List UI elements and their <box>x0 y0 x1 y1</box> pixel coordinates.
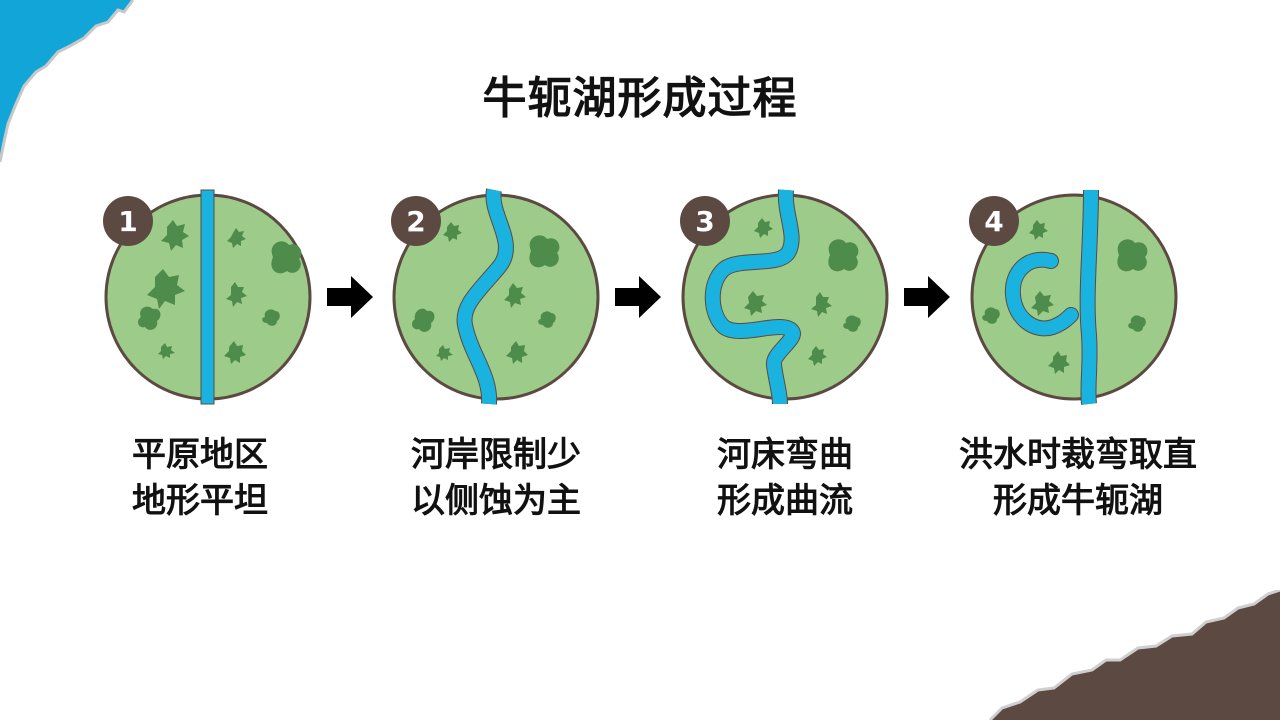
stage-4-diagram <box>970 189 1178 405</box>
tree-icon <box>982 220 1148 374</box>
stage-4-caption: 洪水时裁弯取直 形成牛轭湖 <box>928 432 1228 524</box>
step-number-badge: 2 <box>391 196 441 246</box>
caption-line: 地形平坦 <box>132 481 268 521</box>
caption-line: 形成曲流 <box>717 481 853 521</box>
right-arrow-icon <box>615 276 661 318</box>
caption-line: 以侧蚀为主 <box>411 481 581 521</box>
right-arrow-icon <box>904 276 950 318</box>
right-arrow-icon <box>327 276 373 318</box>
stage-3-diagram <box>681 189 889 405</box>
stage-1-caption: 平原地区 地形平坦 <box>50 432 350 524</box>
stage-1: 1 <box>103 185 343 410</box>
tree-icon <box>412 222 560 364</box>
tree-icon <box>744 218 861 366</box>
caption-line: 平原地区 <box>132 435 268 475</box>
stage-2-diagram <box>392 188 600 405</box>
tree-icon <box>138 220 302 364</box>
stage-3: 3 <box>680 185 920 410</box>
step-number-badge: 4 <box>969 196 1019 246</box>
step-number-badge: 1 <box>103 196 153 246</box>
stage-3-caption: 河床弯曲 形成曲流 <box>635 432 935 524</box>
step-number-badge: 3 <box>680 196 730 246</box>
caption-line: 河岸限制少 <box>411 435 581 475</box>
bottom-right-brown-corner <box>988 590 1280 720</box>
stage-1-diagram <box>104 189 312 405</box>
caption-line: 河床弯曲 <box>717 435 853 475</box>
page-title: 牛轭湖形成过程 <box>482 73 798 124</box>
caption-line: 形成牛轭湖 <box>993 481 1163 521</box>
stage-4: 4 <box>969 185 1209 410</box>
stage-2: 2 <box>391 185 631 410</box>
caption-line: 洪水时裁弯取直 <box>959 435 1197 475</box>
stage-2-caption: 河岸限制少 以侧蚀为主 <box>346 432 646 524</box>
top-left-blue-corner <box>0 0 135 163</box>
